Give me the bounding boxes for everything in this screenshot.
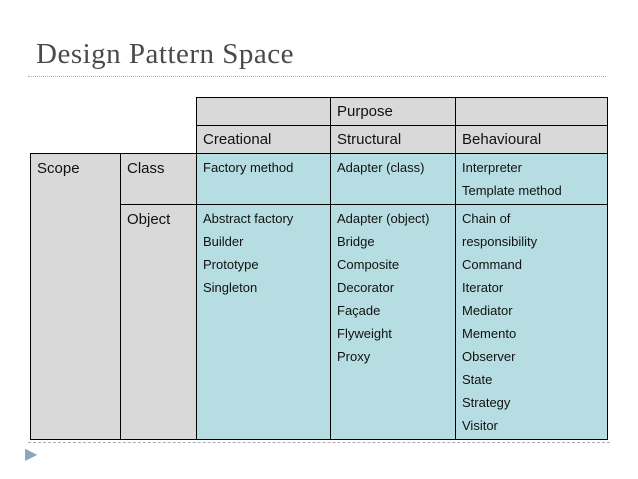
slide-title: Design Pattern Space — [36, 38, 295, 70]
title-separator — [28, 76, 606, 77]
patterns-class-behavioural: Interpreter Template method — [455, 153, 608, 205]
table-spacer-top-left — [31, 98, 197, 126]
table-spacer-left — [31, 126, 197, 154]
patterns-object-structural: Adapter (object) Bridge Composite Decora… — [330, 204, 456, 440]
table-row-object: Object Abstract factory Builder Prototyp… — [31, 204, 608, 440]
column-header-row: Creational Structural Behavioural — [31, 125, 608, 154]
scope-header-cell: Scope — [30, 153, 121, 440]
purpose-row-cell-left — [196, 97, 331, 126]
patterns-class-creational: Factory method — [196, 153, 331, 205]
column-header-structural: Structural — [330, 125, 456, 154]
column-header-creational: Creational — [196, 125, 331, 154]
play-triangle-icon: ▶ — [25, 444, 38, 463]
purpose-header-cell: Purpose — [330, 97, 456, 126]
design-pattern-table: Purpose Creational Structural Behavioura… — [30, 97, 608, 440]
scope-label-object: Object — [120, 204, 197, 440]
table-row-class: Scope Class Factory method Adapter (clas… — [30, 153, 608, 440]
scope-label-class: Class — [120, 153, 197, 205]
purpose-header-row: Purpose — [31, 97, 608, 126]
footer-separator — [28, 442, 610, 443]
patterns-object-creational: Abstract factory Builder Prototype Singl… — [196, 204, 331, 440]
purpose-row-cell-right — [455, 97, 608, 126]
patterns-object-behavioural: Chain of responsibility Command Iterator… — [455, 204, 608, 440]
patterns-class-structural: Adapter (class) — [330, 153, 456, 205]
column-header-behavioural: Behavioural — [455, 125, 608, 154]
